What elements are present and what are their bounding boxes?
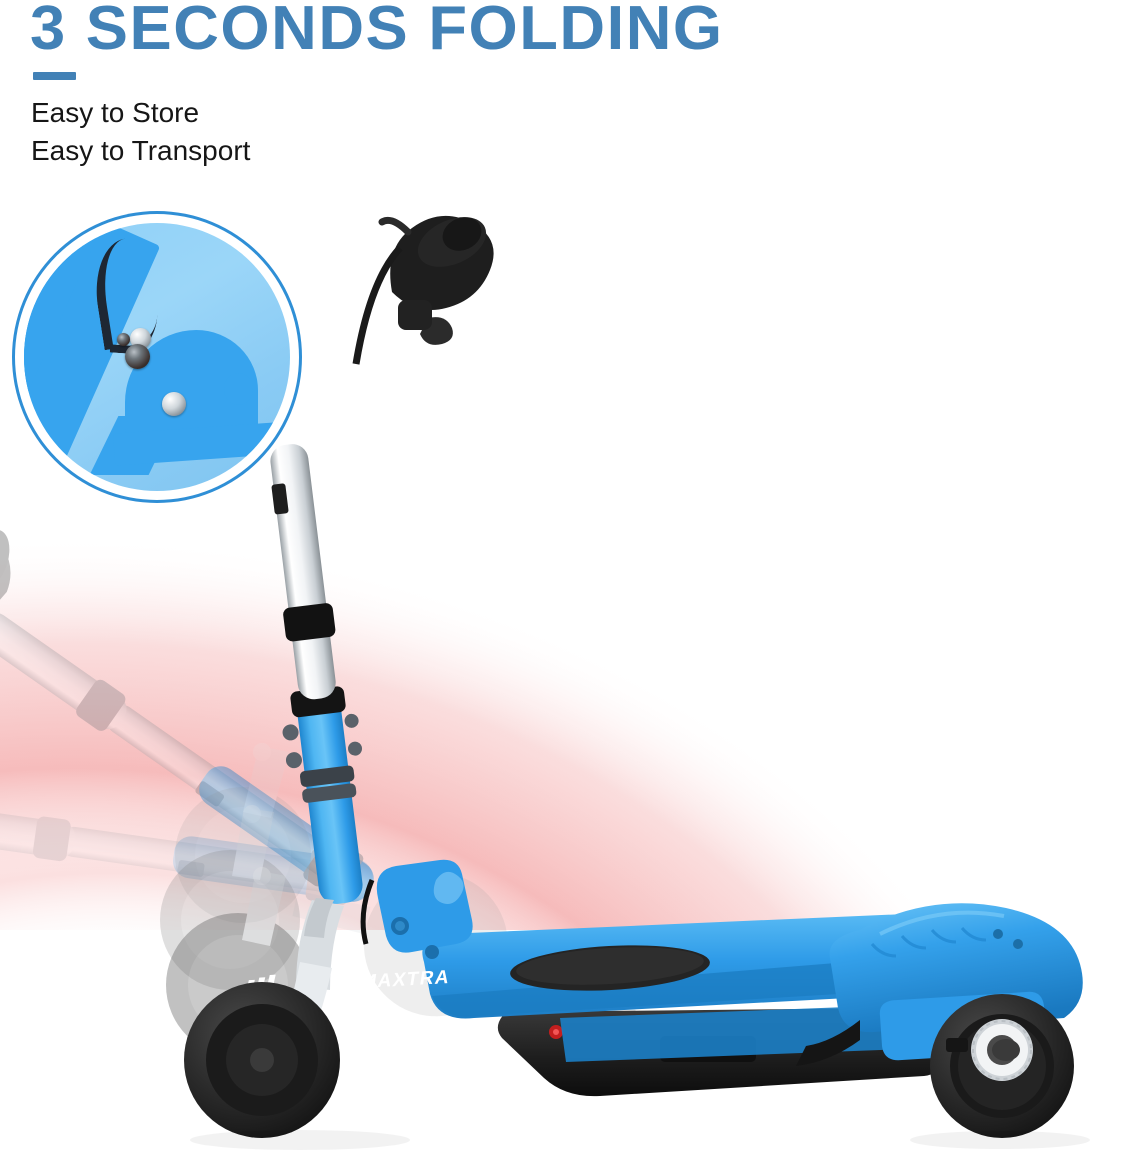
brand-logo-maxtra: MAXTRA (245, 967, 452, 995)
subtitle-line-1: Easy to Store (31, 97, 200, 128)
hinge-pin (117, 332, 131, 346)
folding-hinge-bracket (360, 859, 473, 959)
subtitle-line-2: Easy to Transport (31, 135, 251, 167)
brake-cable (352, 245, 403, 365)
ghost-front-wheels (160, 743, 311, 1057)
rear-wheel (930, 994, 1074, 1138)
title-accent-bar (33, 72, 76, 80)
svg-text:MAXTRA: MAXTRA (359, 967, 452, 993)
hinge-bolt-lower (162, 391, 187, 416)
hood-vent-lines (870, 927, 987, 958)
main-stem (270, 444, 363, 904)
page-title: 3 SECONDS FOLDING (30, 0, 724, 63)
brake-bracket (796, 1020, 860, 1066)
hinge-bolt-upper (130, 327, 152, 349)
front-fork-and-wheel (184, 898, 344, 1138)
height-adjust-clamp (283, 603, 336, 642)
subtitle-block: Easy to Store Easy to Transport (31, 94, 250, 170)
folding-mechanism-inset (12, 211, 302, 503)
inset-photo (24, 223, 290, 491)
telescoping-tube (270, 444, 336, 700)
hinge-notch (223, 373, 253, 406)
handlebar-assembly (352, 215, 494, 365)
hinge-pivot-bolt (125, 343, 151, 369)
